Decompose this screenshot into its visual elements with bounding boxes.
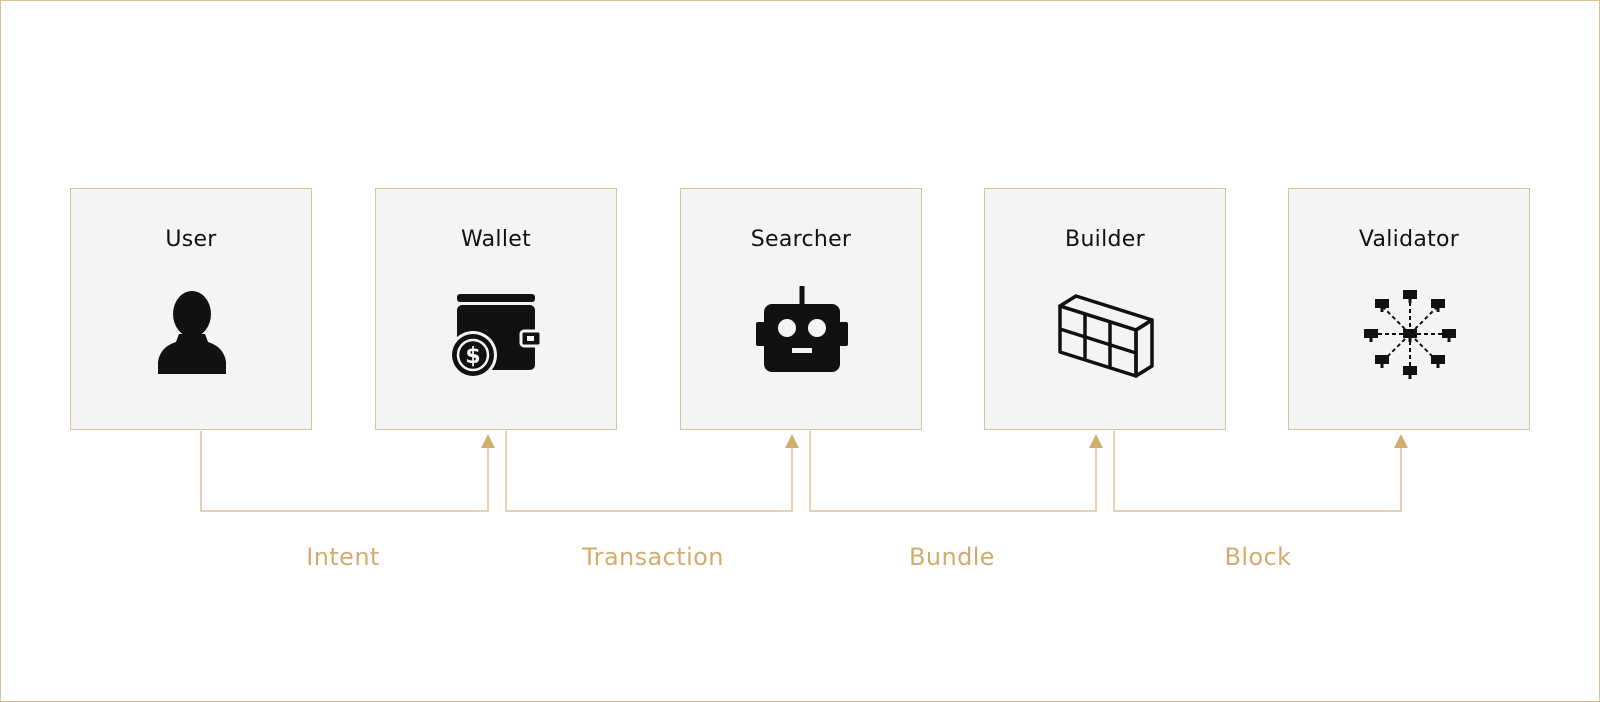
edge-label-intent: Intent [306,543,380,571]
network-icon [1360,284,1460,384]
robot-icon [752,284,852,384]
arrowhead-transaction [785,434,799,448]
connector-transaction [505,431,793,512]
node-validator: Validator [1288,188,1530,430]
connector-bundle [809,431,1097,512]
node-user: User [70,188,312,430]
connector-intent [200,431,489,512]
blocks-icon [1056,284,1156,384]
node-label-searcher: Searcher [750,227,852,252]
node-wallet: Wallet $ [375,188,617,430]
arrowhead-block [1394,434,1408,448]
node-label-builder: Builder [1065,227,1145,252]
arrowhead-intent [481,434,495,448]
node-label-validator: Validator [1358,227,1460,252]
edge-label-block: Block [1224,543,1292,571]
node-label-user: User [165,227,217,252]
connector-block [1113,431,1402,512]
node-builder: Builder [984,188,1226,430]
edge-label-bundle: Bundle [909,543,995,571]
node-label-wallet: Wallet [460,227,531,252]
svg-text:$: $ [465,344,480,369]
arrowhead-bundle [1089,434,1103,448]
node-searcher: Searcher [680,188,922,430]
wallet-icon: $ [447,284,547,384]
user-icon [142,284,242,384]
edge-label-transaction: Transaction [582,543,724,571]
